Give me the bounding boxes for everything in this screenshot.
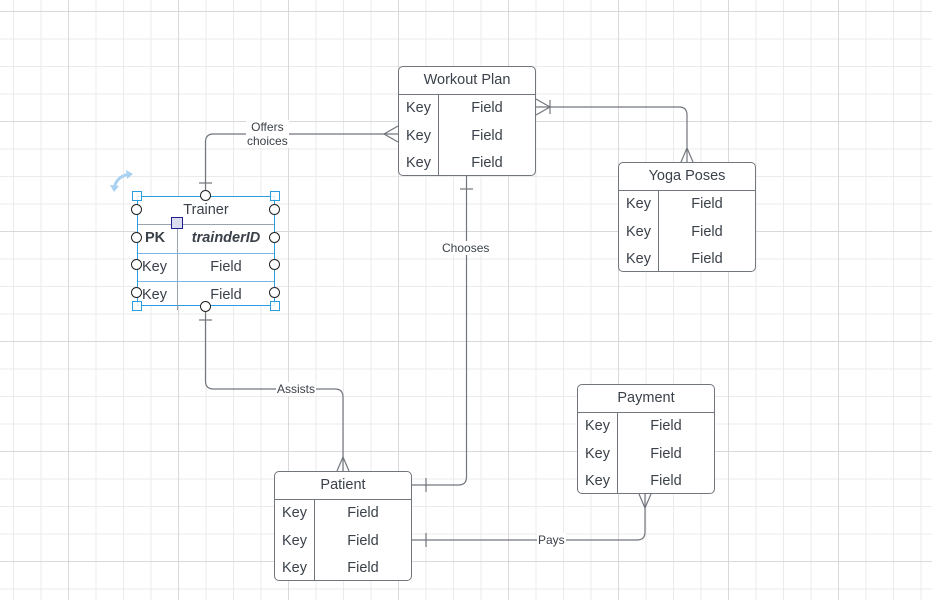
connector-offers-choices[interactable] [204,133,399,190]
entity-row[interactable]: Key Field [619,191,755,219]
key-cell[interactable]: Key [275,500,315,528]
connection-point-left[interactable] [131,232,142,243]
key-cell[interactable]: Key [138,253,178,281]
connection-point-right[interactable] [269,259,280,270]
entity-row[interactable]: Key Field [578,413,714,441]
primary-key-cell[interactable]: PK [138,225,178,253]
entity-row[interactable]: Key Field [399,95,535,123]
entity-row[interactable]: Key Field [138,282,274,310]
field-cell[interactable]: Field [471,100,503,116]
connector-assists[interactable] [204,312,344,471]
crowsfoot-many-marker [638,493,652,510]
field-cell[interactable]: Field [650,473,682,489]
field-cell[interactable]: Field [347,505,379,521]
field-cell[interactable]: Field [210,258,242,275]
key-cell[interactable]: Key [578,468,618,493]
connection-point-right[interactable] [269,204,280,215]
connection-point-left[interactable] [131,204,142,215]
key-cell[interactable]: Key [275,555,315,580]
connector-pays[interactable] [412,494,646,541]
connection-point-left[interactable] [131,259,142,270]
entity-title[interactable]: Patient [275,472,411,500]
field-cell[interactable]: Field [650,418,682,434]
entity-row[interactable]: Key Field [275,527,411,555]
field-cell[interactable]: Field [691,196,723,212]
key-cell[interactable]: Key [578,413,618,441]
entity-title[interactable]: Workout Plan [399,67,535,95]
connection-point-right[interactable] [269,232,280,243]
field-cell[interactable]: Field [650,445,682,462]
connection-point-bottom[interactable] [200,301,211,312]
field-cell[interactable]: Field [691,223,723,240]
entity-row[interactable]: Key Field [399,122,535,150]
connection-point-top[interactable] [200,190,211,201]
resize-handle-top-left[interactable] [132,191,142,201]
entity-title[interactable]: Trainer [138,197,274,225]
relationship-label-pays[interactable]: Pays [537,533,566,547]
crowsfoot-many-marker [336,455,350,472]
relationship-label-offers-choices[interactable]: Offers choices [246,120,289,148]
key-cell[interactable]: Key [619,246,659,271]
column-resize-handle[interactable] [171,217,183,229]
key-cell[interactable]: Key [275,527,315,555]
entity-title[interactable]: Payment [578,385,714,413]
field-cell[interactable]: Field [347,532,379,549]
key-cell[interactable]: Key [578,440,618,468]
field-cell[interactable]: Field [471,155,503,171]
entity-row[interactable]: Key Field [138,253,274,282]
relationship-label-assists[interactable]: Assists [276,382,317,396]
entity-row[interactable]: Key Field [578,468,714,493]
field-cell[interactable]: trainderID [191,230,261,246]
key-cell[interactable]: Key [399,95,439,123]
key-cell[interactable]: Key [619,191,659,219]
resize-handle-top-right[interactable] [270,191,280,201]
entity-row[interactable]: Key Field [275,500,411,528]
field-cell[interactable]: Field [210,287,242,303]
relationship-label-chooses[interactable]: Chooses [441,241,491,255]
entity-row[interactable]: Key Field [619,218,755,246]
rotate-arrowhead-icon [110,170,133,192]
resize-handle-bottom-right[interactable] [270,301,280,311]
label-line: Offers [251,120,284,134]
key-cell[interactable]: Key [399,150,439,175]
connector-chooses[interactable] [412,176,468,486]
entity-row[interactable]: Key Field [578,440,714,468]
key-cell[interactable]: Key [399,122,439,150]
resize-handle-bottom-left[interactable] [132,301,142,311]
field-cell[interactable]: Field [347,560,379,576]
entity-row[interactable]: PK trainderID [138,225,274,254]
label-line: choices [247,134,288,148]
entity-row[interactable]: Key Field [275,555,411,580]
key-cell[interactable]: Key [138,282,178,310]
crowsfoot-many-marker [680,146,694,163]
entity-title[interactable]: Yoga Poses [619,163,755,191]
connection-point-left[interactable] [131,287,142,298]
entity-row[interactable]: Key Field [399,150,535,175]
key-cell[interactable]: Key [619,218,659,246]
connection-point-right[interactable] [269,287,280,298]
field-cell[interactable]: Field [691,251,723,267]
entity-row[interactable]: Key Field [619,246,755,271]
field-cell[interactable]: Field [471,127,503,144]
crowsfoot-many-marker [382,125,399,143]
connector-workout-yoga[interactable] [536,106,688,162]
